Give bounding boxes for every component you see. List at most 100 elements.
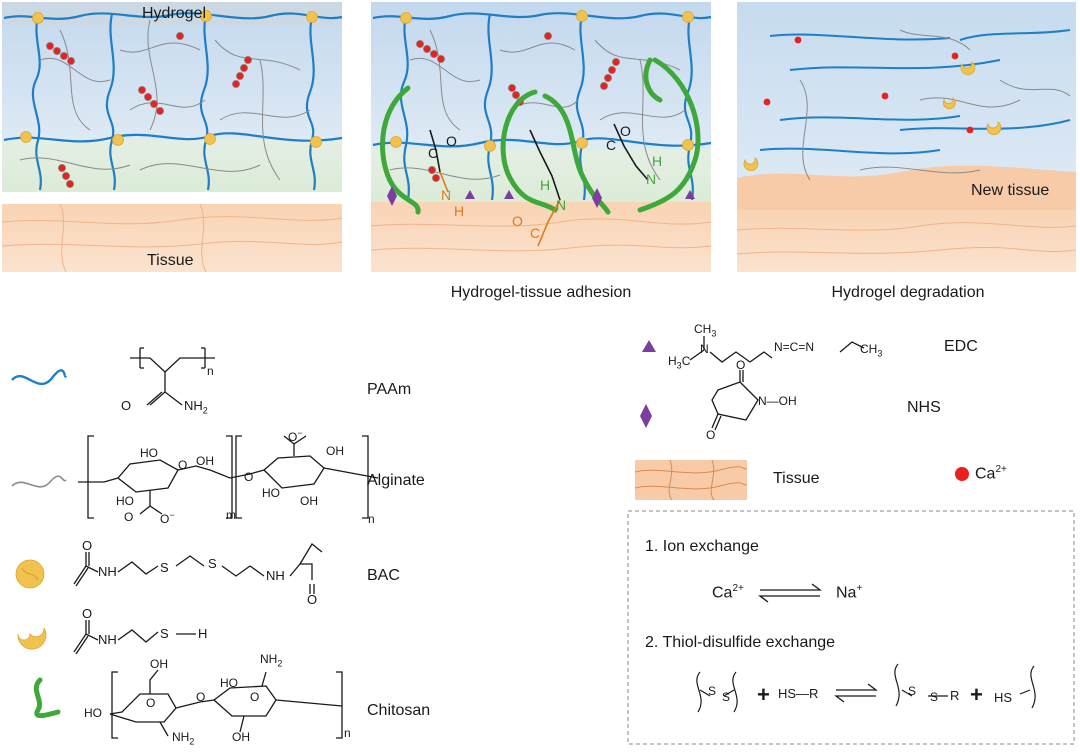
legend-label-nhs: NHS: [907, 399, 941, 416]
calcium-charge: 2+: [995, 464, 1007, 475]
edc-c: C: [681, 354, 691, 368]
paam-nh2: NH2: [184, 398, 208, 416]
nhs-noh: N—OH: [758, 394, 797, 408]
bond-c-2: C: [530, 225, 540, 241]
bond-n-2: N: [556, 197, 566, 213]
panel-degradation: [736, 2, 1077, 272]
alginate-o-2: O: [124, 510, 134, 524]
nhs-o-2: O: [706, 428, 716, 442]
calcium-swatch: [955, 467, 969, 481]
chitosan-oh-2: OH: [232, 730, 250, 744]
edc-nhs-markers: [387, 186, 695, 208]
caption-degradation: Hydrogel degradation: [831, 284, 985, 301]
nhs-swatch: [640, 404, 652, 428]
thiol-chains-left: [696, 671, 738, 713]
alginate-ho-2: HO: [116, 494, 134, 508]
chitosan-ho-1: HO: [84, 706, 102, 720]
product-s2: S: [930, 690, 939, 704]
bond-o-3: O: [620, 123, 631, 139]
ion-ca: Ca2+: [712, 583, 744, 602]
paam-o: O: [121, 398, 132, 413]
paam-two: 2: [202, 405, 208, 416]
label-tissue: Tissue: [147, 252, 194, 269]
thiol-ends-3: [743, 61, 1002, 172]
alginate-ominus-2: O−: [288, 428, 303, 444]
disulfide-s2: S: [722, 690, 731, 704]
legend-label-tissue: Tissue: [773, 470, 820, 487]
alginate-minus-1: −: [169, 510, 175, 520]
chitosan-nh-2: NH: [260, 652, 278, 666]
alginate-structure: [78, 435, 379, 519]
edc-three-right: 3: [877, 348, 883, 359]
bac-structure: [73, 543, 323, 594]
alginate-minus-2: −: [297, 428, 303, 438]
alginate-fragments-3: [799, 29, 1071, 181]
legend-alginate: [11, 435, 379, 519]
thiol-nh: NH: [98, 632, 117, 647]
paam-network-1: [3, 12, 343, 191]
bac-s-1: S: [160, 560, 169, 575]
thiol-h: H: [198, 626, 208, 641]
thiol-s: S: [160, 626, 169, 641]
paam-fragments-3: [759, 29, 1071, 155]
thiol-chains-right: [894, 663, 1036, 709]
product-s1: S: [908, 684, 917, 698]
thiol-structure: [73, 620, 196, 655]
alginate-o-label: O: [160, 512, 170, 526]
chitosan-structure: [109, 669, 343, 739]
legend-tissue-swatch: [634, 459, 748, 501]
bond-o-1: O: [446, 133, 457, 149]
bond-h-2: H: [540, 177, 550, 193]
alginate-o-3: O: [244, 470, 254, 484]
legend-label-bac: BAC: [367, 567, 400, 584]
legend-label-chitosan: Chitosan: [367, 702, 431, 719]
nhs-structure: [711, 370, 759, 431]
thiol-o: O: [82, 606, 93, 621]
bac-o-1: O: [82, 538, 93, 553]
nhs-o-1: O: [736, 358, 746, 372]
edc-h: H: [668, 354, 677, 368]
edc-ch-top: CH: [694, 322, 712, 336]
legend-label-paam: PAAm: [367, 381, 412, 398]
panel-hydrogel-before: [1, 2, 343, 273]
chitosan-o-3: O: [250, 690, 260, 704]
alginate-m-subscript: m: [226, 508, 236, 522]
plus-1: +: [757, 682, 770, 707]
alginate-n-subscript: n: [368, 512, 375, 526]
chitosan-nh2-2: NH2: [260, 652, 282, 668]
bond-o-2: O: [512, 213, 523, 229]
legend-label-calcium: Ca2+: [975, 464, 1007, 483]
legend-nhs: [640, 370, 759, 431]
paam-swatch: [11, 369, 68, 386]
product-hs: HS: [994, 690, 1013, 705]
paam-nh: NH: [184, 398, 203, 413]
legend-bac: [15, 543, 323, 594]
bac-s-2: S: [208, 556, 217, 571]
product-r: R: [950, 688, 960, 703]
legend-thiol: [17, 620, 196, 655]
alginate-ho-3: HO: [262, 486, 280, 500]
chitosan-chains-2: [380, 57, 701, 215]
alginate-oh-3: OH: [300, 494, 318, 508]
legend-chitosan: [33, 669, 343, 739]
edc-n: N: [700, 342, 709, 356]
bond-n-1: N: [441, 187, 451, 203]
chitosan-o-1: O: [146, 696, 156, 710]
paam-structure: [130, 347, 215, 406]
mechanism-step-2: 2. Thiol-disulfide exchange: [645, 634, 836, 651]
calcium-clusters-2: [415, 32, 621, 182]
chitosan-nh2-1: NH2: [172, 730, 194, 746]
plus-2: +: [970, 682, 983, 707]
edc-carbodiimide: N=C=N: [774, 340, 815, 354]
panel-adhesion: N H C O N H C O C O N H: [370, 2, 712, 272]
ion-na-charge: +: [856, 583, 863, 594]
amide-bonds: [429, 123, 649, 247]
disulfide-s1: S: [708, 684, 717, 698]
alginate-o-1: O: [178, 458, 188, 472]
bond-c-1: C: [428, 145, 438, 161]
label-hydrogel: Hydrogel: [142, 5, 207, 22]
legend-label-edc: EDC: [944, 338, 978, 355]
edc-swatch: [642, 340, 656, 352]
bond-h-3: H: [652, 153, 662, 169]
alginate-ho-1: HO: [140, 446, 158, 460]
